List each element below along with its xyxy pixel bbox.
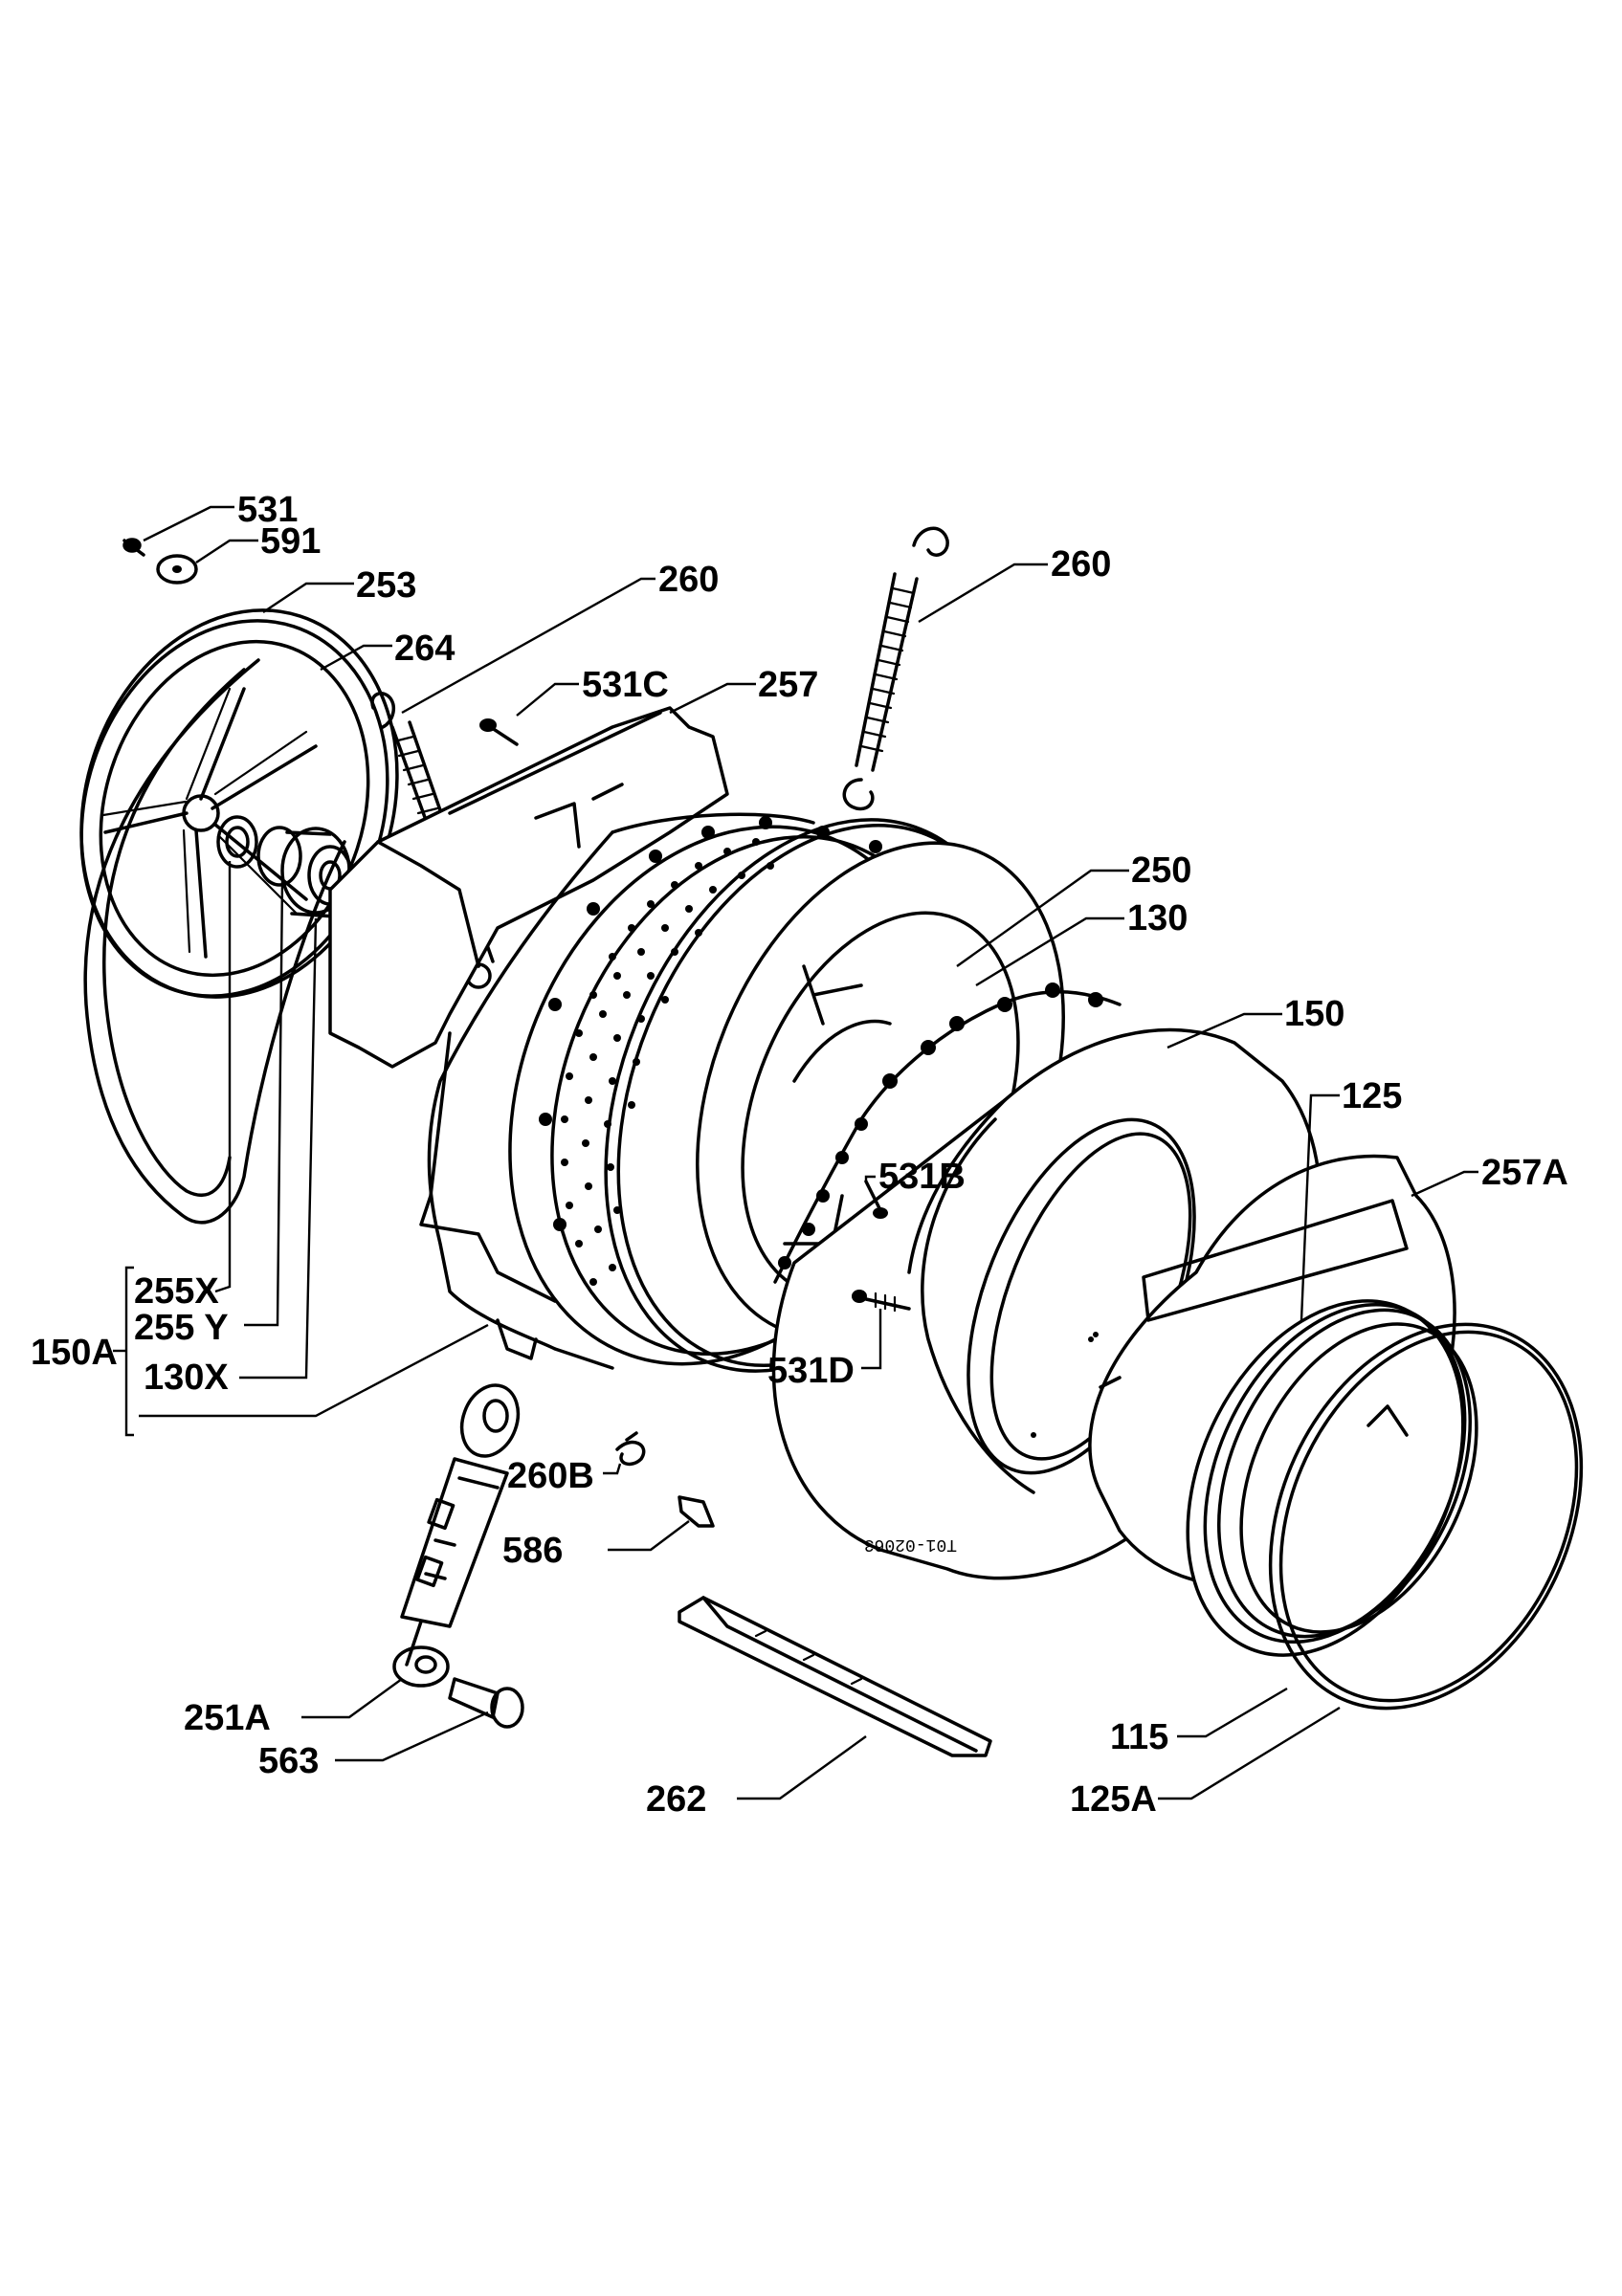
label-253: 253 — [356, 565, 416, 606]
bolt-ring — [773, 982, 1122, 1284]
shock-absorber-251a — [392, 1383, 521, 1688]
screw-531 — [122, 538, 145, 557]
label-257: 257 — [758, 665, 818, 705]
clip-260b — [615, 1431, 646, 1467]
callout-labels: 531 591 253 264 260 260 531C 257 250 130… — [31, 490, 1568, 1820]
weight-262 — [678, 1596, 992, 1757]
screw-531c — [479, 718, 519, 746]
label-591: 591 — [260, 521, 321, 562]
label-260-left: 260 — [658, 560, 719, 600]
label-130x: 130X — [144, 1358, 229, 1398]
label-260b: 260B — [507, 1456, 594, 1496]
clip-586 — [678, 1495, 715, 1528]
label-130: 130 — [1127, 898, 1188, 938]
label-531: 531 — [237, 490, 298, 530]
screw-531d — [852, 1290, 911, 1313]
label-150a: 150A — [31, 1333, 118, 1373]
label-531c: 531C — [582, 665, 669, 705]
label-531d: 531D — [767, 1351, 855, 1391]
label-262: 262 — [646, 1779, 706, 1820]
label-125a: 125A — [1070, 1779, 1157, 1820]
label-251a: 251A — [184, 1698, 271, 1738]
washer-591 — [156, 554, 198, 585]
label-115: 115 — [1110, 1717, 1168, 1757]
clamp-ring-125a — [1268, 1322, 1584, 1711]
label-257a: 257A — [1481, 1153, 1568, 1193]
spring-260-right — [842, 526, 949, 811]
screw-531b — [864, 1180, 888, 1219]
rear-tub-257 — [328, 706, 815, 1370]
label-125: 125 — [1342, 1076, 1402, 1116]
bolt-563 — [448, 1677, 524, 1729]
label-563: 563 — [258, 1741, 319, 1781]
label-531b: 531B — [878, 1157, 966, 1197]
belt-264 — [83, 658, 346, 1225]
label-255y: 255 Y — [134, 1308, 229, 1348]
leader-lines — [139, 505, 1478, 1800]
label-260-right: 260 — [1051, 544, 1111, 585]
label-586: 586 — [502, 1531, 563, 1571]
label-150: 150 — [1284, 994, 1344, 1034]
drawing-code: T01-02063 — [864, 1534, 957, 1554]
label-250: 250 — [1131, 850, 1191, 891]
label-264: 264 — [394, 629, 455, 669]
label-255x: 255X — [134, 1271, 219, 1312]
group-brace-150a — [113, 1266, 134, 1437]
